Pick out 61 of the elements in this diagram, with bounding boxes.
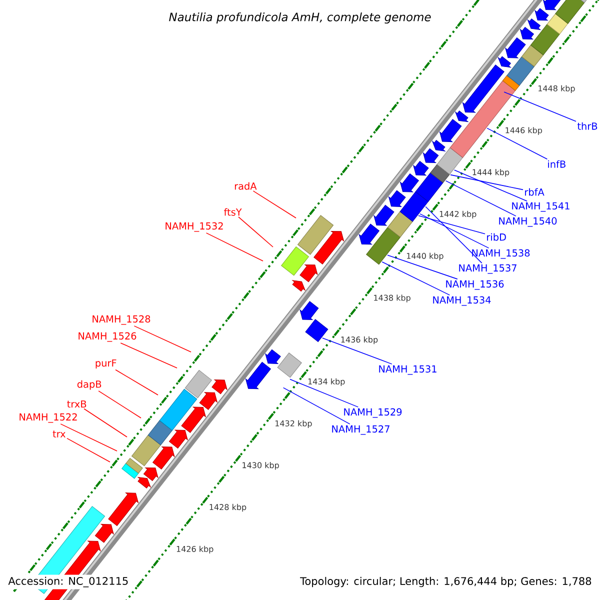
gene-label: NAMH_1538 — [472, 249, 530, 259]
tick-label: 1428 kbp — [210, 504, 246, 512]
leader-line — [418, 215, 486, 234]
gene-label: dapB — [77, 380, 102, 390]
tick-label: 1426 kbp — [176, 546, 214, 554]
gene-label: NAMH_1522 — [20, 413, 77, 423]
gene-label: NAMH_1537 — [459, 264, 516, 274]
leader-line — [120, 342, 178, 368]
gene-label: NAMH_1528 — [92, 315, 150, 325]
gene-label: trxB — [67, 400, 86, 408]
leader-line — [134, 326, 192, 352]
leader-line — [290, 378, 359, 408]
gene-label: NAMH_1532 — [166, 222, 223, 232]
leader-line — [84, 408, 128, 438]
gene-label: ftsY — [224, 208, 242, 216]
leader-line — [420, 213, 490, 248]
footer-text: Topology: circular; Length: 1,676,444 bp; Genes: 1,788 — [298, 574, 594, 590]
leader-line — [387, 254, 458, 280]
gene-label: NAMH_1534 — [433, 296, 491, 306]
leader-line — [115, 369, 158, 396]
gene-label: NAMH_1536 — [446, 280, 504, 290]
footer-text: Accession: NC_012115 — [6, 574, 131, 590]
gene-label: trx — [52, 430, 66, 438]
gene-label: infB — [548, 160, 566, 168]
gene-label: thrB — [577, 122, 598, 130]
tick-label: 1448 kbp — [538, 85, 575, 93]
gene-label: rbfA — [525, 188, 544, 196]
leader-line — [282, 387, 350, 424]
leader-line — [454, 170, 528, 202]
tick-label: 1446 kbp — [506, 127, 542, 135]
gene-label: NAMH_1540 — [499, 217, 557, 227]
leader-line — [238, 216, 274, 248]
tick-label: 1442 kbp — [440, 210, 476, 219]
tick-label: 1444 kbp — [472, 169, 510, 177]
leader-line — [252, 190, 296, 218]
tick-label: 1432 kbp — [275, 420, 312, 428]
gene-label: NAMH_1541 — [512, 202, 570, 212]
leader-line — [425, 206, 482, 264]
tick-label: 1438 kbp — [374, 294, 410, 302]
gene-label: NAMH_1527 — [332, 425, 390, 435]
gene-label: NAMH_1526 — [78, 332, 136, 342]
gene-label: ribD — [487, 233, 506, 241]
tick-label: 1430 kbp — [242, 462, 279, 470]
leader-line — [98, 390, 142, 418]
title: Nautilia profundicola AmH, complete genome — [169, 12, 431, 24]
leader-line — [445, 180, 516, 216]
gene-label: NAMH_1531 — [379, 365, 436, 375]
tick-label: 1434 kbp — [308, 378, 345, 386]
tick-label: 1440 kbp — [406, 252, 444, 260]
gene-label: purF — [96, 359, 116, 369]
leader-line — [206, 232, 264, 262]
leader-line — [66, 438, 110, 462]
leader-line — [322, 338, 392, 364]
leader-line — [382, 262, 450, 296]
tick-label: 1436 kbp — [341, 336, 378, 344]
leader-line — [450, 174, 524, 190]
leader-line — [504, 92, 576, 122]
leader-line — [60, 424, 118, 452]
leader-line — [486, 128, 548, 160]
gene-label: NAMH_1529 — [344, 408, 402, 418]
gene-label: radA — [234, 182, 257, 190]
